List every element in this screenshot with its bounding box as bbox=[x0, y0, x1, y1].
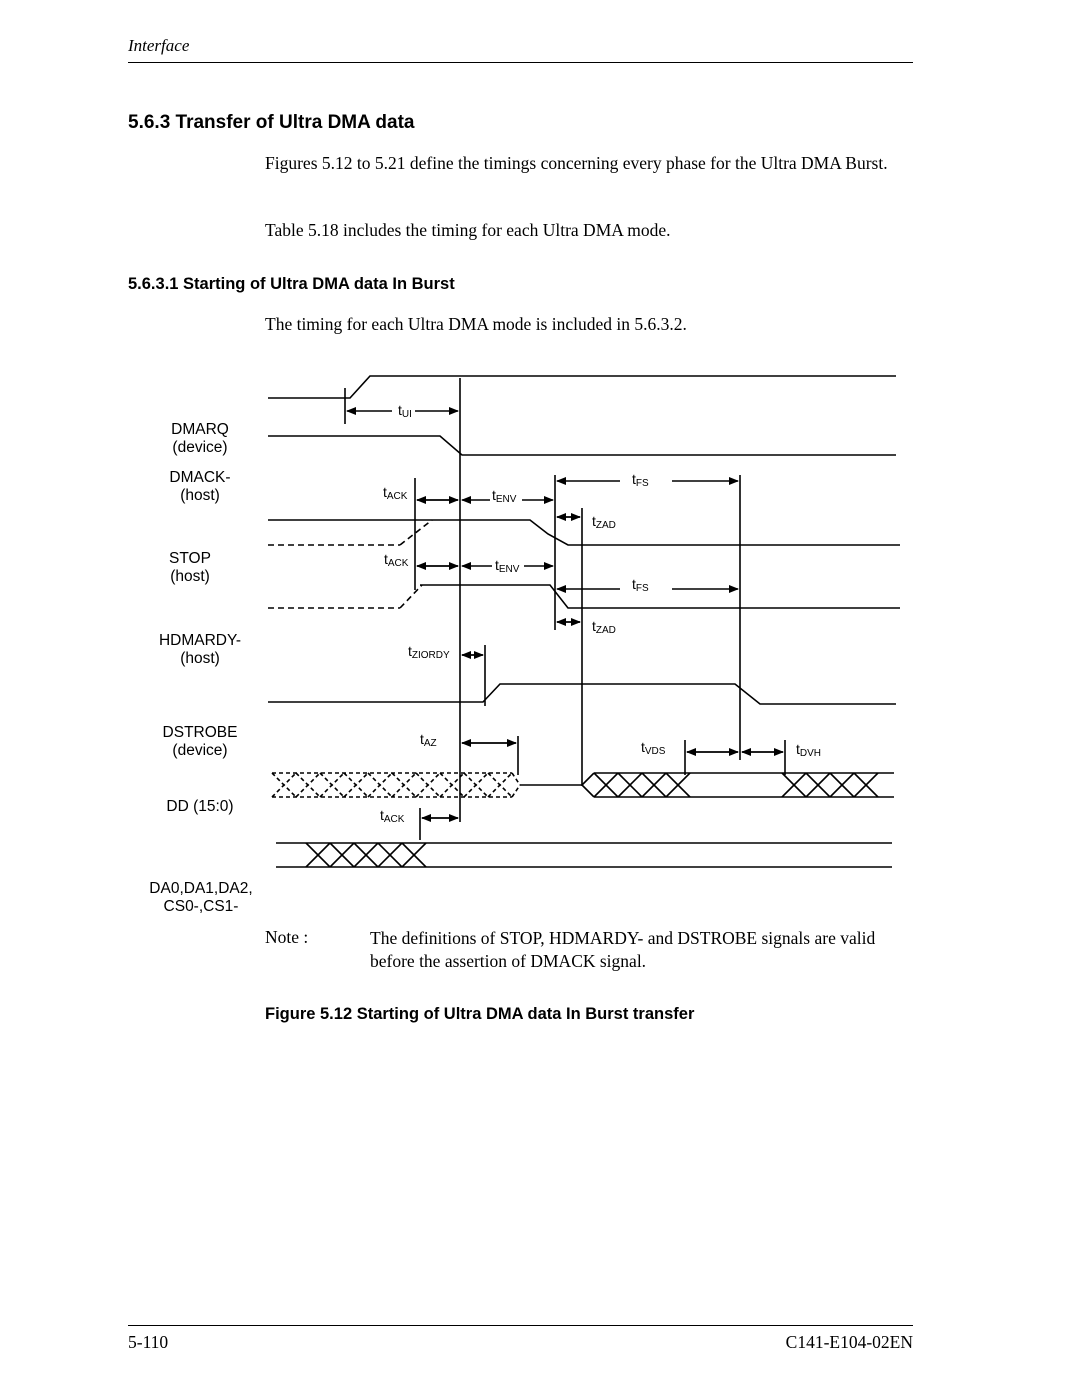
timing-label-tenv-2: tENV bbox=[495, 557, 520, 575]
subsection-heading: 5.6.3.1 Starting of Ultra DMA data In Bu… bbox=[128, 275, 455, 293]
waveform-hdmardy-drive bbox=[399, 584, 423, 609]
waveform-stop-drive bbox=[399, 519, 433, 546]
timing-label-tenv-1: tENV bbox=[492, 487, 517, 505]
note-text: The definitions of STOP, HDMARDY- and DS… bbox=[370, 928, 876, 971]
signal-label-address: DA0,DA1,DA2,CS0-,CS1- bbox=[149, 880, 253, 915]
waveform-dd-valid-1 bbox=[581, 772, 894, 798]
waveform-dmarq bbox=[268, 375, 896, 399]
signal-label-stop: STOP(host) bbox=[169, 550, 211, 585]
figure-caption: Figure 5.12 Starting of Ultra DMA data I… bbox=[265, 1005, 695, 1023]
waveform-dmack bbox=[268, 435, 896, 456]
waveform-dd-undriven bbox=[271, 772, 521, 798]
section-heading: 5.6.3 Transfer of Ultra DMA data bbox=[128, 112, 415, 133]
timing-label-tfs-1: tFS bbox=[632, 471, 649, 489]
waveform-dstrobe bbox=[268, 683, 896, 705]
waveform-dd-valid-2 bbox=[781, 772, 879, 798]
timing-label-tzad-2: tZAD bbox=[592, 618, 616, 636]
note-label: Note : bbox=[265, 927, 309, 947]
waveform-stop bbox=[268, 519, 900, 546]
section-paragraph-2: Table 5.18 includes the timing for each … bbox=[265, 220, 671, 240]
timing-label-tdvh: tDVH bbox=[796, 741, 821, 759]
section-paragraph-1: Figures 5.12 to 5.21 define the timings … bbox=[265, 153, 888, 173]
signal-label-dd: DD (15:0) bbox=[166, 798, 234, 815]
timing-label-tvds: tVDS bbox=[641, 739, 666, 757]
timing-label-tzad-1: tZAD bbox=[592, 513, 616, 531]
document-id: C141-E104-02EN bbox=[785, 1332, 913, 1352]
footer-rule bbox=[128, 1325, 913, 1326]
timing-label-tui: tUI bbox=[398, 402, 412, 420]
signal-label-hdmardy: HDMARDY-(host) bbox=[158, 632, 242, 667]
timing-label-tack-1: tACK bbox=[383, 484, 408, 502]
timing-label-taz: tAZ bbox=[420, 731, 437, 749]
timing-label-tack-3: tACK bbox=[380, 807, 405, 825]
timing-label-tfs-2: tFS bbox=[632, 576, 649, 594]
waveform-hdmardy bbox=[420, 584, 900, 609]
header-rule bbox=[128, 62, 913, 63]
page-number: 5-110 bbox=[128, 1332, 169, 1352]
running-header: Interface bbox=[128, 36, 190, 55]
waveform-address bbox=[276, 842, 892, 868]
signal-label-dmack: DMACK-(host) bbox=[169, 469, 231, 504]
signal-label-dmarq: DMARQ(device) bbox=[171, 421, 229, 456]
signal-label-dstrobe: DSTROBE(device) bbox=[162, 724, 238, 759]
subsection-paragraph: The timing for each Ultra DMA mode is in… bbox=[265, 314, 687, 334]
timing-label-tack-2: tACK bbox=[384, 551, 409, 569]
timing-label-tziordy: tZIORDY bbox=[408, 643, 450, 661]
